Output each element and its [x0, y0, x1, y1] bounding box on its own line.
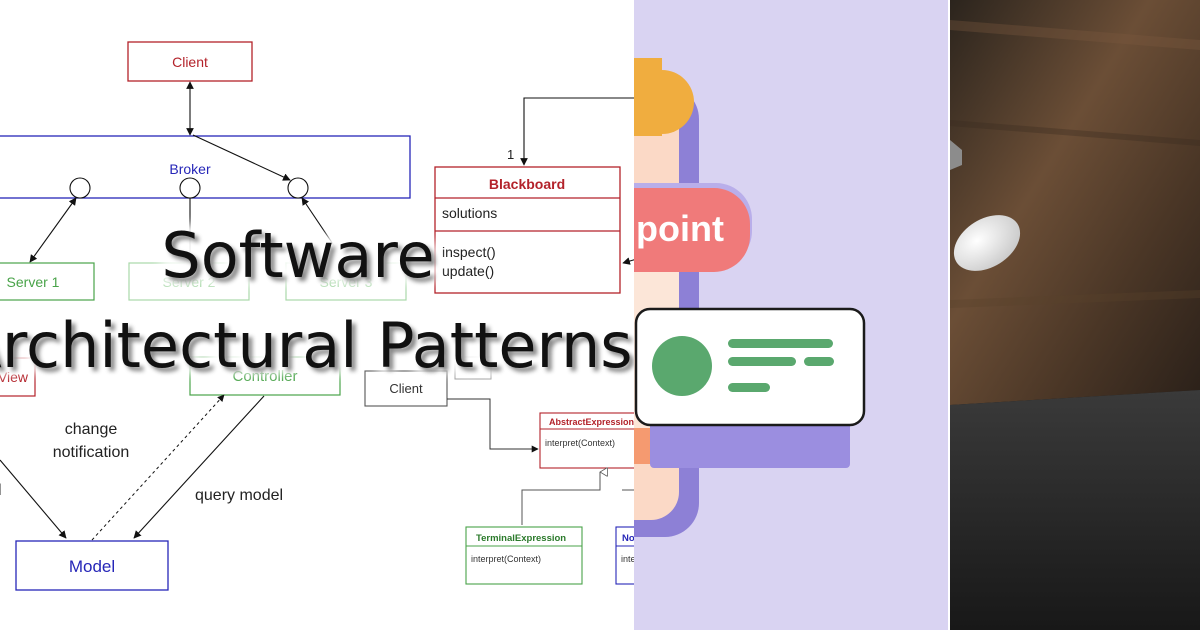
server3-box [285, 262, 407, 301]
point-pill-label: point [636, 208, 724, 249]
change-notification-label-1: change [65, 421, 118, 438]
illustration-panel: point [634, 0, 950, 630]
abstract-expression-title: AbstractExpression [549, 417, 634, 427]
model-box [15, 540, 169, 591]
blackboard-class-box [434, 166, 621, 294]
controller-label: Controller [232, 368, 297, 385]
abstract-expression-method: interpret(Context) [545, 438, 615, 448]
mvc-diagram: View Controller change notification quer… [0, 356, 341, 591]
model-label: Model [69, 557, 115, 576]
wooden-desk [950, 0, 1200, 405]
nonterminal-expression-method: interpret(Context) [621, 554, 634, 564]
client-to-expression-connector [447, 398, 539, 453]
query-model-connector [133, 395, 265, 539]
photo-canvas [950, 0, 1200, 630]
blackboard-method-1: inspect() [442, 244, 496, 260]
port-server3-connector [301, 197, 346, 263]
blackboard-attribute: solutions [442, 205, 497, 221]
view-label: View [0, 369, 29, 385]
point-pill [634, 188, 750, 272]
card-avatar-icon [652, 336, 712, 396]
laptop-edge [950, 140, 962, 170]
server3-label: Server 3 [320, 274, 373, 290]
server2-box [128, 262, 250, 301]
broker-diagram: Client Broker Server 1 Server 2 Server 3 [0, 41, 411, 301]
interpreter-diagram: Client AbstractExpression interpret(Cont… [364, 356, 634, 585]
blackboard-title: Blackboard [489, 176, 565, 192]
illustration-canvas: point [634, 58, 866, 537]
blackboard-method-2: update() [442, 263, 494, 279]
broker-port-3 [287, 177, 309, 199]
broker-port-2 [179, 177, 201, 199]
left-fragment-label: l [0, 482, 2, 499]
blackboard-diagram: 1 Blackboard solutions inspect() update(… [434, 97, 634, 294]
mouse-icon [953, 215, 1021, 271]
broker-box [0, 135, 411, 199]
nonterminal-expression-box [615, 526, 634, 585]
abstract-expression-box [539, 412, 634, 469]
broker-to-port-3 [192, 134, 291, 181]
port-server1-connector [29, 197, 77, 263]
interpreter-client-box [364, 370, 448, 407]
diagram-canvas: Client Broker Server 1 Server 2 Server 3 [0, 41, 634, 591]
card-text-line-4 [728, 383, 770, 392]
broker-port-1 [69, 177, 91, 199]
view-model-connector [0, 459, 67, 539]
card-text-line-2 [728, 357, 796, 366]
blackboard-incoming-arrow [622, 257, 634, 265]
info-card [634, 307, 866, 427]
change-notification-connector [91, 394, 225, 541]
dark-fabric [950, 390, 1200, 630]
terminal-expression-method: interpret(Context) [471, 554, 541, 564]
client-box [127, 41, 253, 82]
blackboard-self-connector [520, 97, 634, 166]
server1-label: Server 1 [7, 274, 60, 290]
architecture-diagrams-panel: Client Broker Server 1 Server 2 Server 3 [0, 41, 634, 591]
desk-photo-panel [950, 0, 1200, 630]
query-model-label: query model [195, 487, 283, 504]
inheritance-connector [521, 472, 600, 525]
card-text-line-1 [728, 339, 833, 348]
server2-label: Server 2 [163, 274, 216, 290]
nonterminal-expression-title: NonterminalExpression [622, 533, 634, 544]
context-box [454, 356, 492, 380]
terminal-expression-title: TerminalExpression [476, 533, 566, 544]
change-notification-label-2: notification [53, 444, 130, 461]
view-box [0, 357, 36, 397]
client-label: Client [172, 54, 208, 70]
broker-label: Broker [169, 161, 211, 177]
card-text-line-3 [804, 357, 834, 366]
controller-box [189, 356, 341, 396]
blackboard-multiplicity: 1 [507, 147, 514, 162]
interpreter-client-label: Client [389, 381, 423, 396]
terminal-expression-box [465, 526, 583, 585]
server1-box [0, 262, 95, 301]
